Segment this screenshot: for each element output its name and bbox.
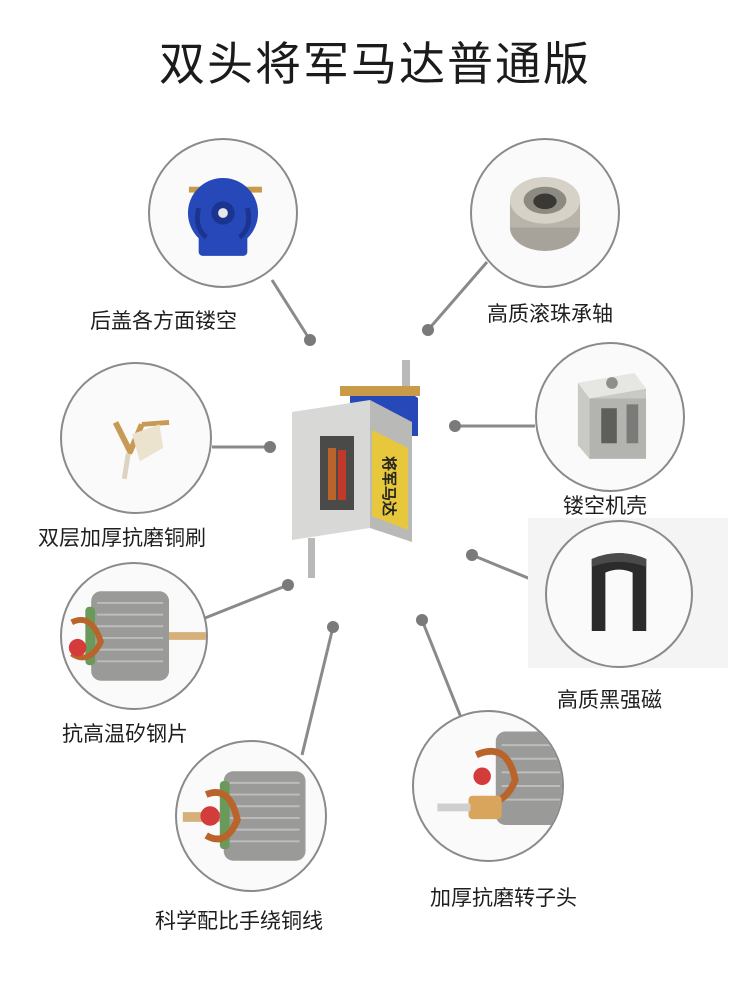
copper-wire-rotor-icon <box>182 771 306 861</box>
feature-label-commutator: 加厚抗磨转子头 <box>430 886 577 910</box>
feature-label-bearing: 高质滚珠承轴 <box>487 302 613 326</box>
rotor-commutator-icon <box>437 731 562 825</box>
feature-label-end-cap: 后盖各方面镂空 <box>90 309 237 333</box>
bearing-circle <box>470 138 620 288</box>
brush-circle <box>60 362 212 514</box>
magnet-circle <box>545 520 693 668</box>
steel-rotor-circle <box>60 562 208 710</box>
silicon-steel-rotor-icon <box>68 591 206 681</box>
black-magnet-icon <box>591 553 647 631</box>
copper-wire-circle <box>175 740 327 892</box>
housing-circle <box>535 342 685 492</box>
ball-bearing-icon <box>509 176 581 251</box>
copper-brush-icon <box>112 419 170 480</box>
motor-label-text: 将军马达 <box>380 456 398 516</box>
commutator-circle <box>412 710 564 862</box>
motor-icon: 将军马达 <box>292 360 420 578</box>
blue-end-cap-icon <box>187 177 262 256</box>
feature-label-copper-wire: 科学配比手绕铜线 <box>155 909 323 933</box>
page-title: 双头将军马达普通版 <box>159 37 591 91</box>
end-cap-circle <box>148 138 298 288</box>
motor-housing-icon <box>577 373 647 459</box>
feature-label-housing: 镂空机壳 <box>563 494 647 518</box>
feature-label-magnet: 高质黑强磁 <box>557 688 662 712</box>
feature-label-steel: 抗高温矽钢片 <box>62 722 188 746</box>
feature-label-brush: 双层加厚抗磨铜刷 <box>38 526 206 550</box>
